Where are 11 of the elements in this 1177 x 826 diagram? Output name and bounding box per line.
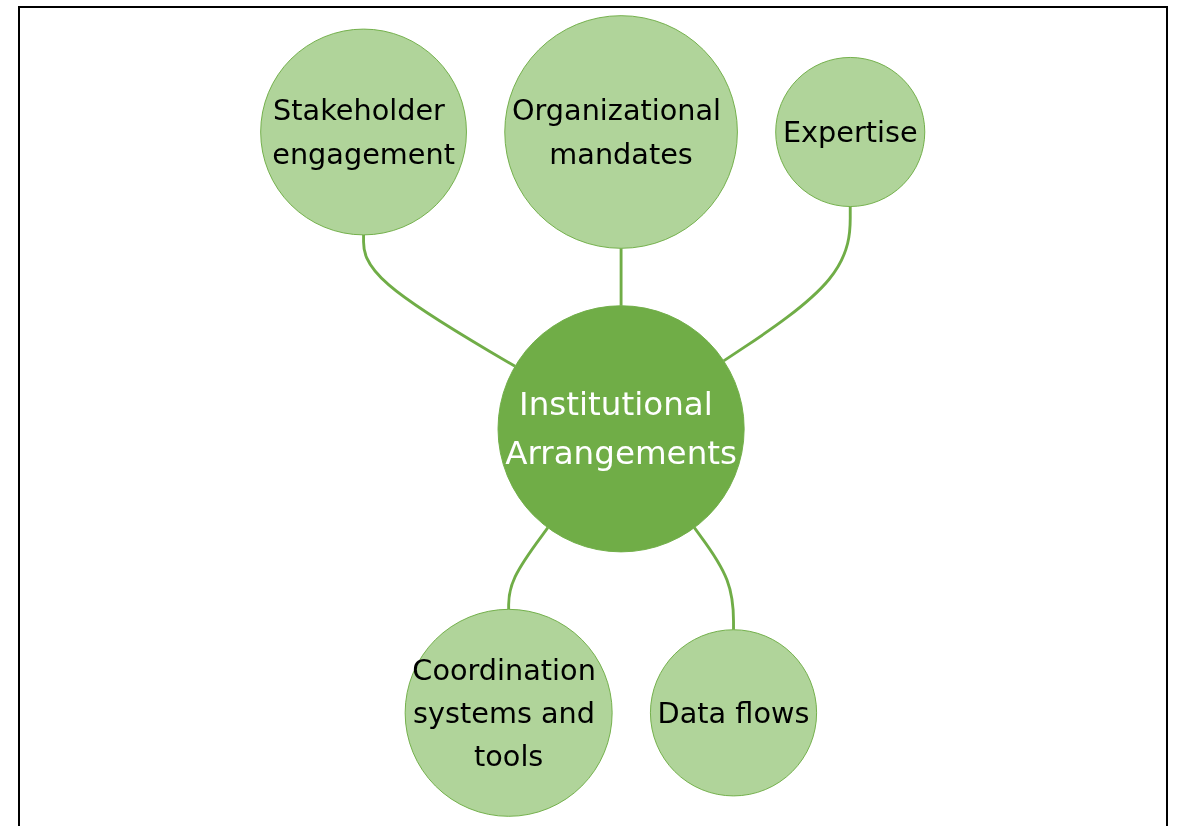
node-circle: Stakeholder engagement (260, 28, 468, 236)
node-circle: Coordination systems and tools (404, 608, 613, 817)
connector (507, 526, 550, 610)
node-circle: Institutional Arrangements (497, 305, 745, 553)
node-circle: Data flows (650, 629, 818, 797)
connector (723, 206, 852, 363)
connector (619, 248, 623, 306)
node-circle: Organizational mandates (504, 15, 739, 249)
connector (362, 234, 517, 368)
connector (693, 526, 736, 630)
node-circle: Expertise (775, 56, 926, 207)
